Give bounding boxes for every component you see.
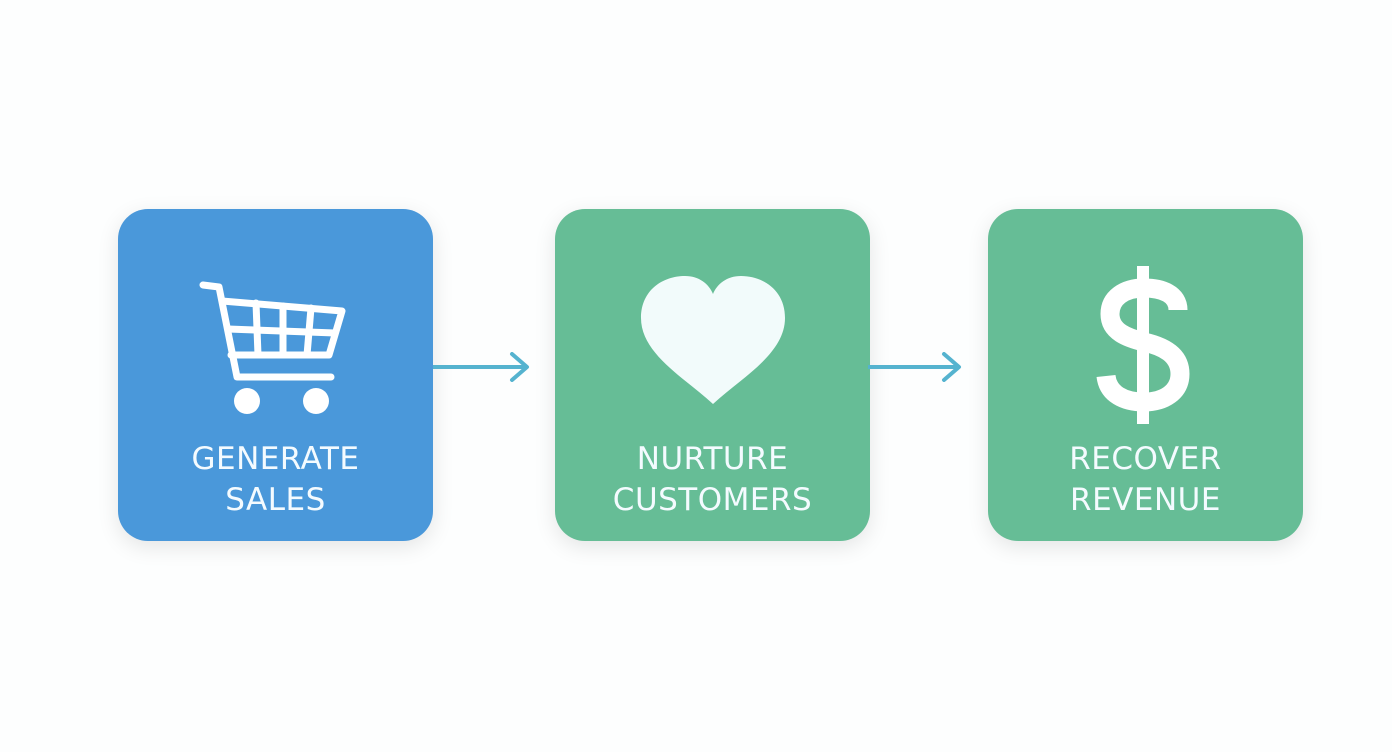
step-nurture-customers: NURTURE CUSTOMERS <box>555 209 870 541</box>
step-label: RECOVER REVENUE <box>988 439 1303 521</box>
heart-icon <box>555 261 870 431</box>
step-recover-revenue: RECOVER REVENUE <box>988 209 1303 541</box>
dollar-sign-icon <box>988 261 1303 431</box>
step-label: GENERATE SALES <box>118 439 433 521</box>
step-label-line: RECOVER <box>1069 441 1222 477</box>
step-label-line: REVENUE <box>1070 482 1221 518</box>
shopping-cart-icon <box>118 261 433 431</box>
step-label-line: NURTURE <box>636 441 789 477</box>
step-label: NURTURE CUSTOMERS <box>555 439 870 521</box>
step-label-line: SALES <box>225 482 326 518</box>
arrow-right-icon <box>431 352 533 382</box>
step-label-line: CUSTOMERS <box>612 482 813 518</box>
step-label-line: GENERATE <box>191 441 360 477</box>
arrow-right-icon <box>866 352 964 382</box>
step-generate-sales: GENERATE SALES <box>118 209 433 541</box>
